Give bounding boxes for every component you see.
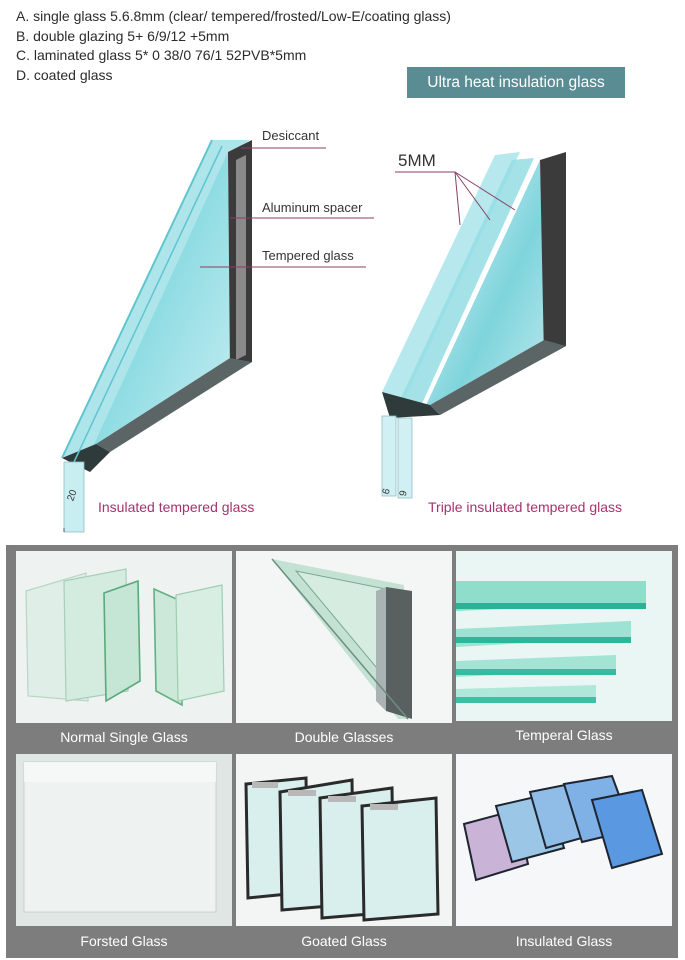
- callout-tempered-glass: Tempered glass: [262, 248, 354, 263]
- glass-type-gallery: Normal Single Glass Double Glasses Tempe…: [6, 545, 678, 958]
- triple-glass-unit: [381, 152, 566, 499]
- label-double-glasses: Double Glasses: [294, 729, 394, 745]
- glass-diagram-illustration: [61, 139, 566, 533]
- tile-temperal-glass: [456, 551, 672, 721]
- callout-aluminum-spacer: Aluminum spacer: [262, 200, 363, 215]
- glass-diagrams: Desiccant Aluminum spacer Tempered glass…: [0, 100, 685, 540]
- label-temperal-glass: Temperal Glass: [515, 727, 613, 743]
- caption-insulated-tempered-glass: Insulated tempered glass: [98, 499, 255, 515]
- double-glass-image: [236, 551, 452, 723]
- insulation-badge: Ultra heat insulation glass: [407, 67, 625, 98]
- callout-desiccant: Desiccant: [262, 128, 320, 143]
- insulated-glass-unit: [61, 139, 252, 533]
- tile-goated-glass: [236, 754, 452, 926]
- tile-double-glasses: [236, 551, 452, 723]
- label-goated-glass: Goated Glass: [301, 933, 387, 949]
- single-glass-image: [16, 551, 232, 723]
- spec-item-c: C. laminated glass 5* 0 38/0 76/1 52PVB*…: [16, 47, 307, 63]
- thickness-label-5mm: 5MM: [398, 151, 436, 170]
- spec-item-b: B. double glazing 5+ 6/9/12 +5mm: [16, 27, 230, 44]
- spec-item-d: D. coated glass: [16, 66, 113, 83]
- label-normal-single-glass: Normal Single Glass: [60, 729, 188, 745]
- coated-glass-image: [236, 754, 452, 926]
- label-insulated-glass: Insulated Glass: [515, 933, 613, 949]
- spec-list: A. single glass 5.6.8mm (clear/ tempered…: [16, 7, 451, 85]
- caption-triple-insulated-tempered-glass: Triple insulated tempered glass: [428, 499, 623, 515]
- spec-item-a: A. single glass 5.6.8mm (clear/ tempered…: [16, 8, 451, 24]
- frosted-glass-image: [16, 754, 232, 926]
- temperal-glass-image: [456, 551, 672, 721]
- tile-forsted-glass: [16, 754, 232, 926]
- insulated-glass-image: [456, 754, 672, 926]
- label-forsted-glass: Forsted Glass: [80, 933, 168, 949]
- tile-normal-single-glass: [16, 551, 232, 723]
- tile-insulated-glass: [456, 754, 672, 926]
